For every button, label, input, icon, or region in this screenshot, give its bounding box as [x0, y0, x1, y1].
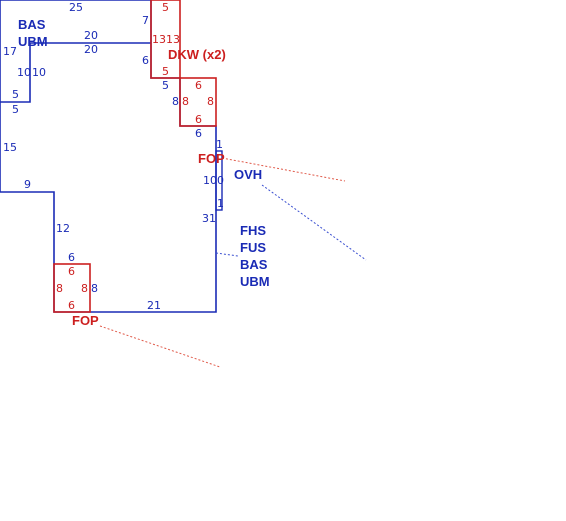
dim-window-top-6: 6	[195, 79, 202, 92]
label-fus: FUS	[240, 240, 266, 255]
fop-right-leader	[221, 157, 346, 182]
dkw-window-box	[150, 0, 181, 79]
dim-fop-8-a: 8	[56, 282, 63, 295]
ovh-leader	[261, 184, 367, 261]
dim-6-c: 6	[68, 251, 75, 264]
label-dkw: DKW (x2)	[168, 47, 226, 62]
dim-15: 15	[3, 141, 17, 154]
label-bas-top: BAS	[18, 17, 46, 32]
dim-20-b: 20	[84, 43, 98, 56]
dim-25: 25	[69, 1, 83, 14]
label-fhs: FHS	[240, 223, 266, 238]
dim-1-a: 1	[216, 138, 223, 151]
dim-5-a: 5	[162, 79, 169, 92]
label-fop-bottom: FOP	[72, 313, 99, 328]
dim-10-a: 10	[17, 66, 31, 79]
dim-5-b: 5	[12, 88, 19, 101]
dim-10-b: 10	[32, 66, 46, 79]
dim-17: 17	[3, 45, 17, 58]
dim-5-c: 5	[12, 103, 19, 116]
dim-13-a: 13	[152, 33, 166, 46]
dim-9: 9	[24, 178, 31, 191]
dim-window-bottom-6: 6	[195, 113, 202, 126]
dim-window-8-b: 8	[207, 95, 214, 108]
dim-fop-8-b: 8	[81, 282, 88, 295]
dim-12: 12	[56, 222, 70, 235]
dim-fop-bottom-6: 6	[68, 299, 75, 312]
label-fop-right: FOP	[198, 151, 225, 166]
label-ubm: UBM	[240, 274, 270, 289]
dim-100: 100	[203, 174, 224, 187]
label-ovh: OVH	[234, 167, 262, 182]
dim-6-a: 6	[142, 54, 149, 67]
dim-8-a: 8	[172, 95, 179, 108]
dim-31: 31	[202, 212, 216, 225]
dim-6-b: 6	[195, 127, 202, 140]
label-ubm-top: UBM	[18, 34, 48, 49]
dim-window-8-a: 8	[182, 95, 189, 108]
fop-bottom-leader	[99, 325, 221, 368]
fop-box	[53, 263, 91, 313]
dim-fop-top-6: 6	[68, 265, 75, 278]
dim-dkw-bottom-5: 5	[162, 65, 169, 78]
dim-20-a: 20	[84, 29, 98, 42]
dim-dkw-top-5: 5	[162, 1, 169, 14]
fhs-leader	[215, 252, 239, 257]
dim-1-b: 1	[217, 197, 224, 210]
dim-7: 7	[142, 14, 149, 27]
dim-13-b: 13	[166, 33, 180, 46]
label-bas: BAS	[240, 257, 268, 272]
column-post	[215, 150, 223, 211]
dim-21: 21	[147, 299, 161, 312]
window-box	[179, 77, 217, 127]
dim-8-b: 8	[91, 282, 98, 295]
